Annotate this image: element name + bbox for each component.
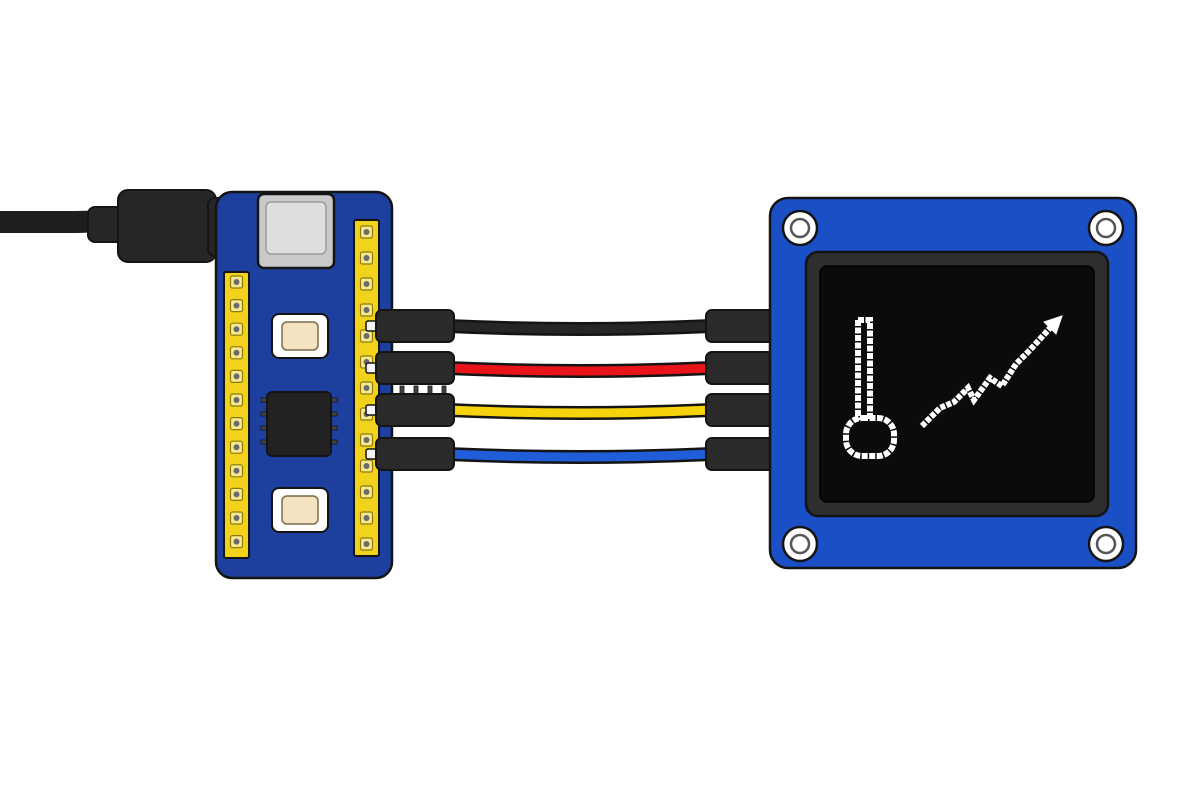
pin-hole	[363, 281, 370, 287]
jumper-connector-left	[375, 351, 455, 385]
pin-hole	[233, 373, 240, 380]
trend-line	[919, 325, 1053, 429]
pin-hole	[363, 463, 370, 469]
microcontroller-board-icon	[214, 190, 447, 580]
pin-hole	[233, 279, 240, 285]
pin-hole	[363, 229, 370, 235]
thermometer-stem-right	[858, 317, 873, 420]
pin-hole	[233, 515, 240, 521]
pin-hole	[233, 467, 240, 474]
pin-hole	[233, 420, 240, 427]
jumper-wire-icon	[443, 405, 717, 418]
jumper-connector-left	[375, 437, 455, 471]
mounting-hole	[789, 217, 811, 239]
boot-button-cap	[281, 495, 319, 525]
pin-hole	[363, 255, 370, 261]
pin-hole	[233, 538, 240, 545]
pin-hole	[233, 302, 240, 309]
display-screen	[819, 265, 1095, 503]
pin-hole	[233, 349, 240, 356]
jumper-wire-icon	[443, 449, 717, 462]
jumper-wire-icon	[443, 363, 717, 376]
trend-arrowhead	[1043, 315, 1063, 335]
mounting-hole	[1095, 217, 1117, 239]
pin-pads-right	[359, 225, 374, 551]
thermometer-bulb	[843, 415, 897, 459]
pin-hole	[233, 491, 240, 498]
reset-button-icon	[271, 313, 329, 359]
chip-leg-top	[399, 385, 405, 395]
pin-hole	[233, 326, 240, 333]
pin-pads-left	[229, 275, 244, 549]
mounting-hole	[1095, 533, 1117, 555]
pin-hole	[363, 515, 370, 521]
usb-c-port-inner	[265, 201, 327, 255]
pin-hole	[363, 437, 370, 443]
chip-leg-top	[427, 385, 433, 395]
jumper-connector-left	[375, 393, 455, 427]
reset-button-cap	[281, 321, 319, 351]
boot-button-icon	[271, 487, 329, 533]
jumper-connector-left	[375, 309, 455, 343]
jumper-wires	[375, 309, 795, 471]
pin-header-left	[223, 271, 250, 559]
thermometer-icon	[843, 317, 897, 459]
chip-leg-top	[441, 385, 447, 395]
pin-hole	[363, 489, 370, 495]
pin-hole	[363, 333, 370, 339]
oled-display-module-icon	[768, 196, 1138, 570]
usb-plug	[117, 189, 217, 263]
pin-hole	[233, 444, 240, 451]
mounting-holes	[781, 209, 1125, 563]
pin-hole	[233, 397, 240, 403]
pin-hole	[363, 385, 370, 391]
jumper-wire-icon	[443, 321, 717, 334]
pin-hole	[363, 307, 370, 313]
mounting-hole	[789, 533, 811, 555]
pin-hole	[363, 541, 370, 547]
chip-body	[266, 391, 332, 457]
trend-up-arrow-icon	[919, 315, 1063, 429]
chip-leg-top	[413, 385, 419, 395]
